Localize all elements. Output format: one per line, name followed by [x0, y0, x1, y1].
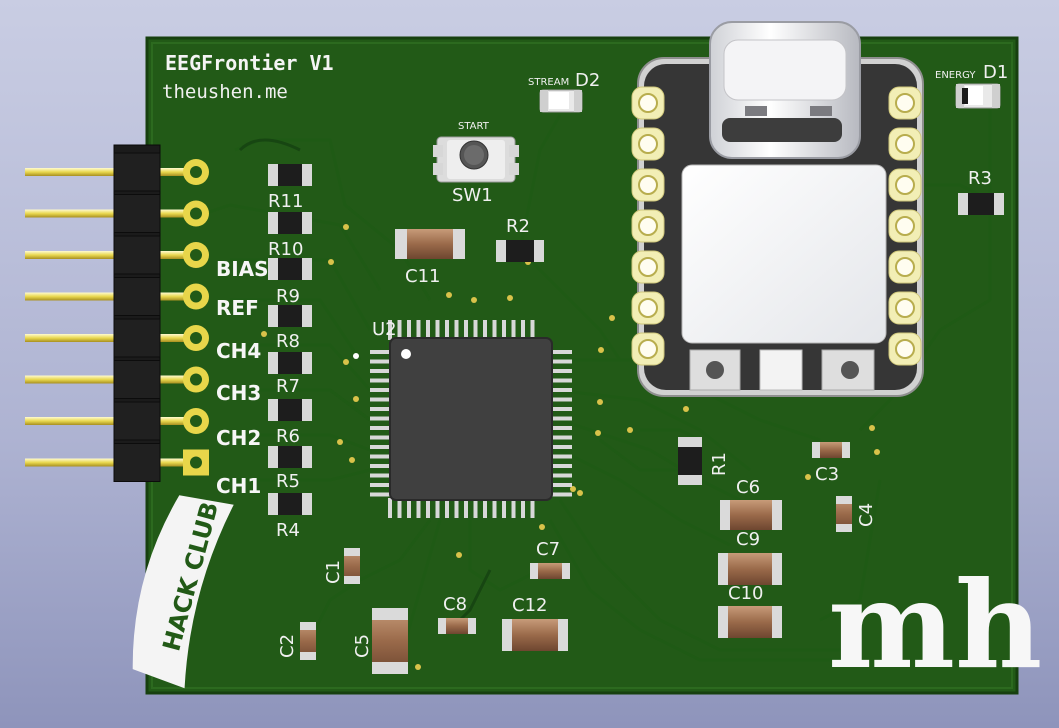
stream-led-label: STREAM [528, 77, 569, 88]
board-subtitle: theushen.me [162, 81, 288, 103]
energy-led-label: ENERGY [935, 70, 976, 81]
capacitor-c8 [438, 618, 476, 634]
resistor [268, 164, 312, 186]
label-r8: R8 [276, 331, 300, 352]
c2-label: C2 [277, 634, 298, 658]
label-r7: R7 [276, 376, 300, 397]
r3-label: R3 [968, 168, 992, 189]
capacitor-c7 [530, 563, 570, 579]
header-pin [25, 168, 195, 176]
c11-label: C11 [405, 266, 440, 287]
pin-label-ch2: CH2 [216, 426, 261, 450]
capacitor-c1 [344, 548, 360, 584]
resistor-r3 [958, 193, 1004, 215]
label-r11: R11 [268, 191, 303, 212]
capacitor-c12 [502, 619, 568, 651]
c1-label: C1 [323, 560, 344, 584]
c6-label: C6 [736, 477, 760, 498]
resistor-labels: R11 R10 R9 R8 R7 R6 R5 R4 [268, 191, 303, 541]
c3-label: C3 [815, 464, 839, 485]
header-pin [25, 458, 195, 467]
capacitor-c2 [300, 622, 316, 660]
capacitor-c4 [836, 496, 852, 532]
resistor-column [268, 164, 312, 515]
capacitor-c6 [720, 500, 782, 530]
copper-traces [199, 110, 992, 670]
label-r5: R5 [276, 471, 300, 492]
microcontroller-module [631, 21, 924, 397]
header-pin [25, 209, 195, 218]
resistor [268, 352, 312, 374]
c12-label: C12 [512, 595, 547, 616]
pin-labels: BIAS REF CH4 CH3 CH2 CH1 [216, 257, 269, 498]
resistor [268, 305, 312, 327]
pin-label-ch3: CH3 [216, 381, 261, 405]
c7-label: C7 [536, 539, 560, 560]
start-switch-label: START [458, 121, 490, 132]
capacitor-c10 [718, 606, 782, 638]
header-pin [25, 334, 195, 342]
start-switch [433, 136, 519, 183]
d2-label: D2 [575, 70, 600, 91]
capacitor-c3 [812, 442, 850, 458]
resistor-r1 [678, 437, 702, 485]
c9-label: C9 [736, 529, 760, 550]
header-pads [183, 159, 209, 476]
d1-label: D1 [983, 62, 1008, 83]
label-r4: R4 [276, 520, 300, 541]
c5-label: C5 [352, 634, 373, 658]
pin-label-ref: REF [216, 296, 259, 320]
header-pin [25, 375, 195, 384]
energy-led [955, 83, 1001, 109]
c10-label: C10 [728, 583, 763, 604]
label-r10: R10 [268, 239, 303, 260]
pin-label-bias: BIAS [216, 257, 269, 281]
sw1-label: SW1 [452, 185, 493, 206]
pin-label-ch1: CH1 [216, 474, 261, 498]
header-pin [25, 292, 195, 301]
resistor-r2 [496, 240, 544, 262]
r2-label: R2 [506, 216, 530, 237]
resistor [268, 212, 312, 234]
header-pin [25, 417, 195, 425]
resistor [268, 399, 312, 421]
resistor [268, 493, 312, 515]
stream-led [539, 89, 583, 113]
label-r9: R9 [276, 286, 300, 307]
pin-label-ch4: CH4 [216, 339, 261, 363]
u2-label: U2 [372, 319, 397, 340]
r1-label: R1 [709, 452, 730, 476]
label-r6: R6 [276, 426, 300, 447]
pin-header [25, 144, 195, 482]
capacitor-c11 [395, 229, 465, 259]
resistor [268, 446, 312, 468]
c8-label: C8 [443, 594, 467, 615]
main-ic [370, 320, 572, 518]
capacitor-c5 [372, 608, 408, 674]
c4-label: C4 [856, 503, 877, 527]
header-pin [25, 251, 195, 259]
resistor [268, 258, 312, 280]
mh-logo: mh [828, 555, 1042, 696]
board-title: EEGFrontier V1 [165, 51, 334, 75]
mh-logo-text: mh [828, 555, 1042, 696]
capacitor-c9 [718, 553, 782, 585]
